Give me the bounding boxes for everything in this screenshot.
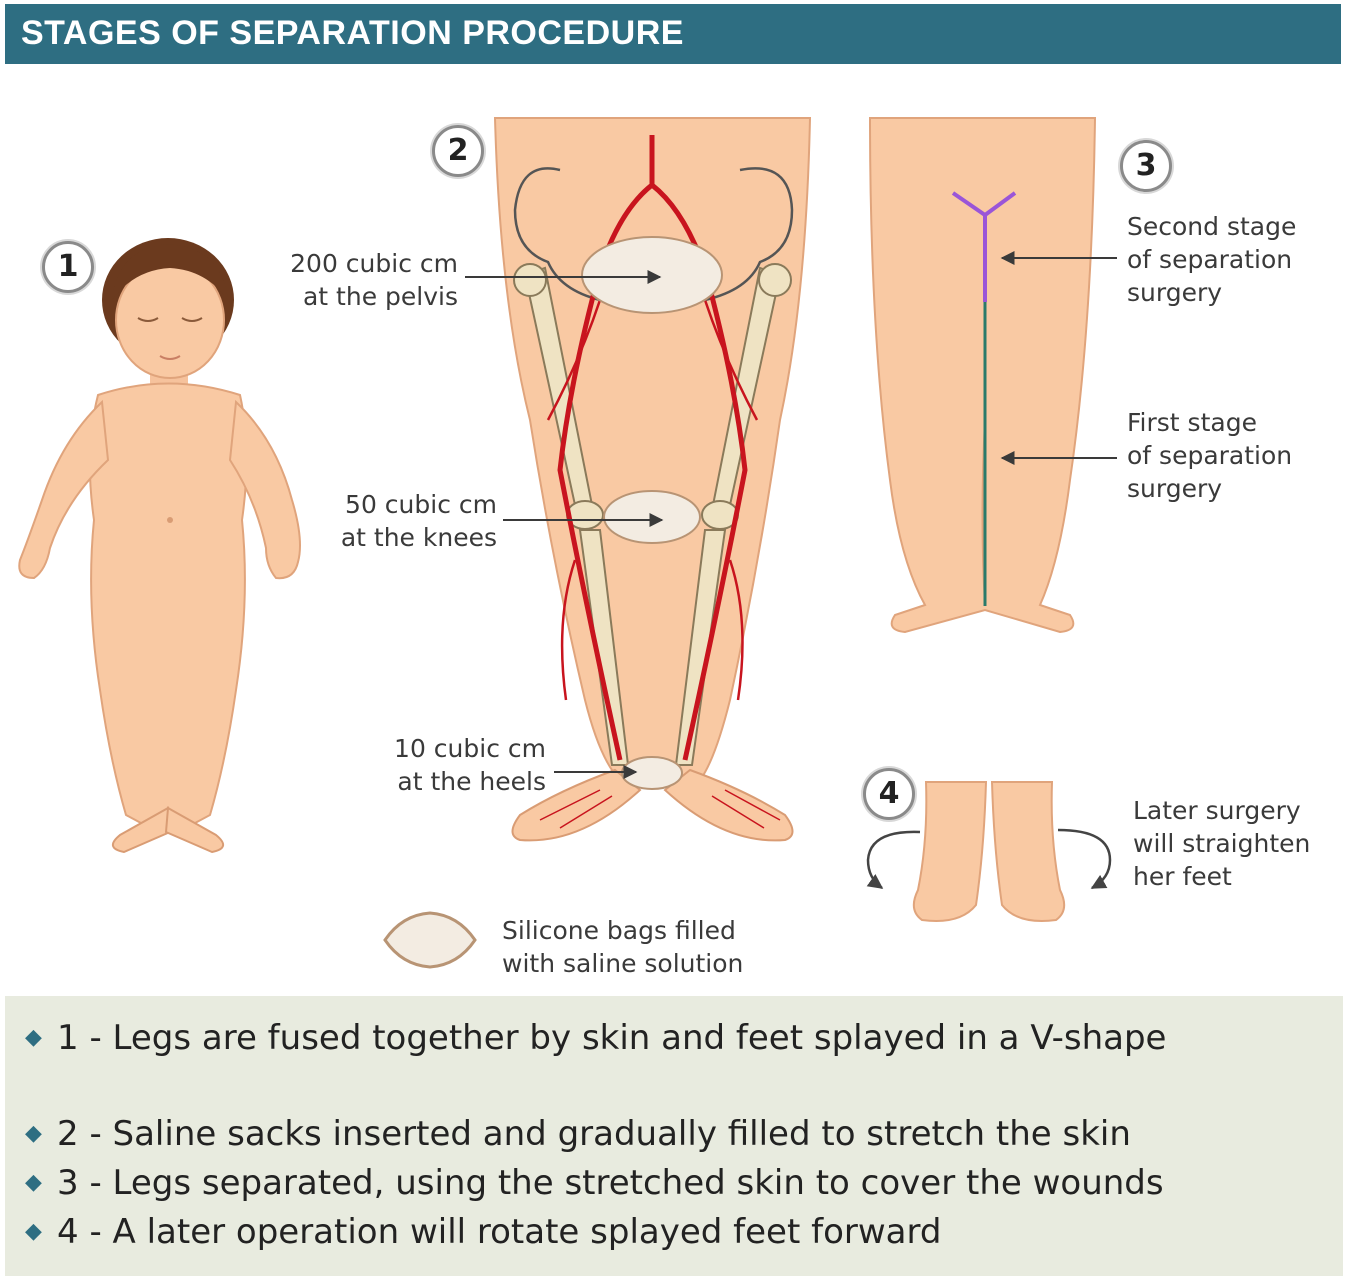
incision-figure bbox=[868, 117, 1097, 634]
step-2-marker: 2 bbox=[432, 125, 484, 177]
pelvis-label: 200 cubic cm at the pelvis bbox=[290, 249, 458, 311]
saline-bag-legend-icon bbox=[383, 911, 477, 969]
diamond-bullet-icon: ◆ bbox=[25, 1170, 42, 1195]
header-bar: STAGES OF SEPARATION PROCEDURE bbox=[5, 4, 1341, 64]
child-figure bbox=[18, 238, 301, 854]
knees-label: 50 cubic cm at the knees bbox=[340, 490, 497, 552]
page-title: STAGES OF SEPARATION PROCEDURE bbox=[21, 14, 684, 52]
illustration bbox=[18, 117, 1117, 969]
feet-figure bbox=[866, 781, 1112, 922]
pelvis-saline-bag bbox=[581, 236, 723, 314]
step-3-marker: 3 bbox=[1120, 140, 1172, 192]
note-item: ◆ 2 - Saline sacks inserted and graduall… bbox=[25, 1110, 1325, 1158]
note-item: ◆ 3 - Legs separated, using the stretche… bbox=[25, 1159, 1325, 1207]
note-item: ◆ 4 - A later operation will rotate spla… bbox=[25, 1208, 1325, 1256]
second-stage-label: Second stage of separation surgery bbox=[1127, 212, 1297, 307]
diamond-bullet-icon: ◆ bbox=[25, 1121, 42, 1146]
note-item: ◆ 1 - Legs are fused together by skin an… bbox=[25, 1014, 1325, 1062]
legend-label: Silicone bags filled with saline solutio… bbox=[502, 916, 744, 978]
diamond-bullet-icon: ◆ bbox=[25, 1219, 42, 1244]
first-stage-label: First stage of separation surgery bbox=[1127, 408, 1293, 503]
step-4-marker: 4 bbox=[863, 768, 915, 820]
heels-label: 10 cubic cm at the heels bbox=[394, 734, 546, 796]
second-incision-line bbox=[951, 191, 1017, 302]
knee-saline-bag bbox=[603, 490, 701, 544]
later-surgery-label: Later surgery will straighten her feet bbox=[1133, 796, 1311, 891]
diamond-bullet-icon: ◆ bbox=[25, 1025, 42, 1050]
notes-panel: ◆ 1 - Legs are fused together by skin an… bbox=[5, 996, 1343, 1276]
step-1-marker: 1 bbox=[42, 241, 94, 293]
